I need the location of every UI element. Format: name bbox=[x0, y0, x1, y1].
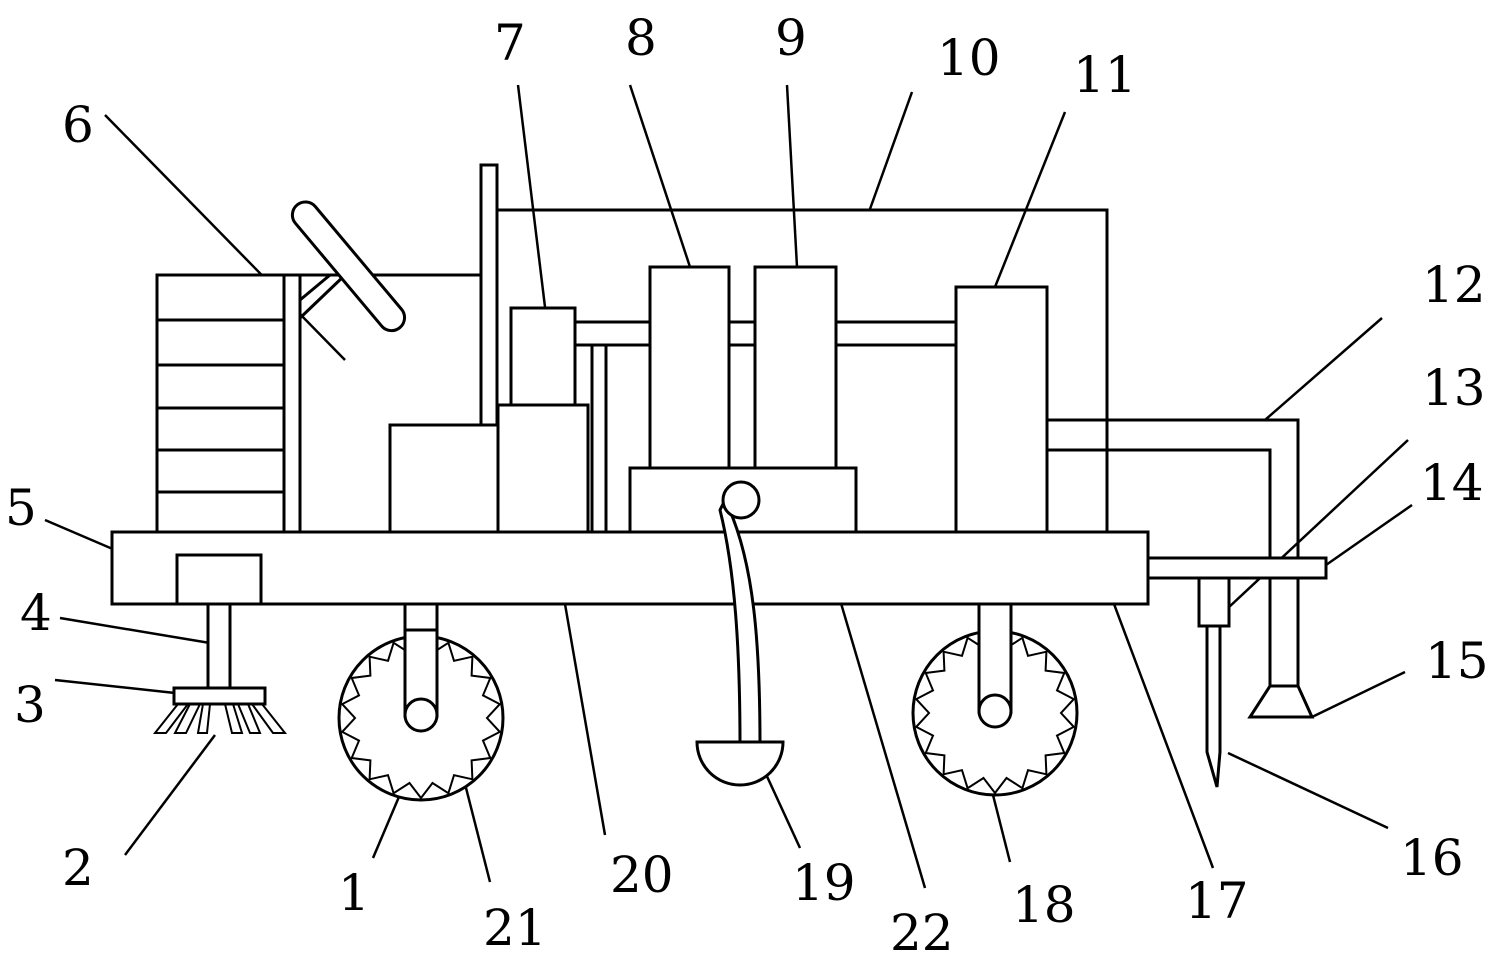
top-frame-bar bbox=[497, 208, 1109, 532]
label-21: 21 bbox=[483, 899, 547, 957]
bristle bbox=[251, 703, 288, 734]
motor-7 bbox=[509, 306, 577, 407]
label-14: 14 bbox=[1420, 454, 1484, 512]
bristle bbox=[152, 703, 189, 734]
callout-labels: 1 2 3 4 5 6 7 8 9 10 11 12 13 14 15 16 1… bbox=[5, 9, 1489, 962]
wheel-1 bbox=[337, 628, 505, 802]
wheel-18 bbox=[911, 602, 1079, 797]
rear-bar-14 bbox=[1146, 556, 1328, 580]
leader-13 bbox=[1227, 439, 1409, 609]
radiator-grille bbox=[155, 273, 286, 534]
label-11: 11 bbox=[1073, 46, 1137, 104]
scoop bbox=[695, 740, 785, 787]
label-15: 15 bbox=[1425, 632, 1489, 690]
rod-4 bbox=[206, 602, 232, 690]
leader-17 bbox=[1103, 579, 1215, 869]
label-12: 12 bbox=[1422, 256, 1486, 314]
outlet-pipe-outer bbox=[1047, 418, 1300, 558]
steering-column-edge bbox=[299, 273, 331, 302]
holder-13 bbox=[1197, 576, 1231, 628]
bristle bbox=[196, 703, 211, 734]
label-19: 19 bbox=[792, 854, 856, 912]
outlet-pipe-inner bbox=[1047, 448, 1272, 558]
radiator-slats bbox=[157, 318, 284, 494]
cab-pillar bbox=[282, 273, 302, 534]
leader-16 bbox=[1227, 751, 1389, 830]
bristle bbox=[237, 703, 262, 734]
label-13: 13 bbox=[1422, 359, 1486, 417]
label-16: 16 bbox=[1400, 829, 1464, 887]
leader-12 bbox=[1264, 317, 1383, 421]
leader-2 bbox=[124, 734, 216, 856]
label-17: 17 bbox=[1185, 872, 1249, 930]
label-22: 22 bbox=[890, 904, 954, 962]
label-5: 5 bbox=[5, 479, 37, 537]
brush-2 bbox=[152, 703, 288, 734]
leader-18 bbox=[991, 794, 1012, 863]
tank-11 bbox=[954, 285, 1049, 534]
label-1: 1 bbox=[338, 864, 370, 922]
gearbox-20 bbox=[496, 403, 590, 534]
box-5 bbox=[175, 553, 263, 606]
nozzle-pipe bbox=[1268, 576, 1300, 688]
label-2: 2 bbox=[62, 839, 94, 897]
label-10: 10 bbox=[937, 29, 1001, 87]
wheel-teeth-right bbox=[914, 631, 1076, 795]
wheel-teeth-left bbox=[340, 636, 502, 800]
leader-14 bbox=[1325, 503, 1413, 567]
leader-15 bbox=[1311, 670, 1406, 719]
leader-9 bbox=[785, 84, 799, 268]
label-4: 4 bbox=[20, 584, 52, 642]
leader-7 bbox=[516, 84, 547, 308]
label-18: 18 bbox=[1012, 876, 1076, 934]
engine-block bbox=[388, 423, 500, 534]
wheel-hub-right bbox=[977, 693, 1013, 729]
label-9: 9 bbox=[775, 9, 807, 67]
leader-4 bbox=[59, 616, 211, 645]
label-20: 20 bbox=[610, 846, 674, 904]
label-6: 6 bbox=[62, 96, 94, 154]
tank-8 bbox=[648, 265, 731, 470]
leader-11 bbox=[983, 111, 1067, 313]
spike-16 bbox=[1205, 626, 1222, 788]
leader-10 bbox=[868, 91, 914, 210]
arm-pivot bbox=[721, 480, 761, 520]
leader-8 bbox=[628, 84, 692, 268]
label-8: 8 bbox=[625, 9, 657, 67]
bristle bbox=[224, 703, 244, 734]
tank-9 bbox=[753, 265, 838, 470]
label-3: 3 bbox=[14, 676, 46, 734]
bristle bbox=[173, 703, 201, 734]
steering-wheel bbox=[290, 200, 407, 333]
plate-3 bbox=[172, 686, 267, 706]
chassis-17 bbox=[110, 530, 1150, 606]
steering-column bbox=[298, 273, 347, 320]
leader-6 bbox=[104, 114, 346, 361]
wheel-hub-left bbox=[403, 697, 439, 733]
label-7: 7 bbox=[494, 14, 526, 72]
nozzle-15 bbox=[1247, 684, 1315, 719]
leader-3 bbox=[54, 678, 176, 695]
